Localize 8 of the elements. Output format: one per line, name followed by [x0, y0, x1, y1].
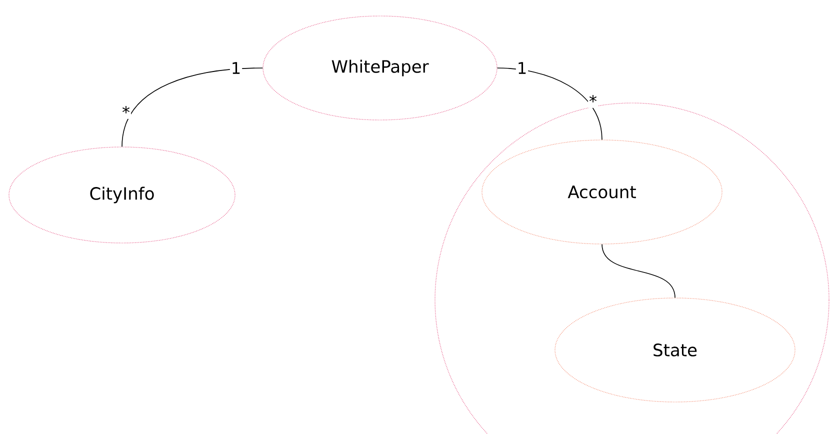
multiplicity-label: * [588, 94, 598, 108]
multiplicity-label: 1 [516, 61, 528, 75]
circle-boundary [434, 102, 830, 434]
connector [496, 68, 602, 140]
multiplicity-label: * [121, 105, 131, 119]
connector [122, 68, 264, 148]
connector [602, 244, 676, 298]
multiplicity-label: 1 [230, 61, 242, 75]
